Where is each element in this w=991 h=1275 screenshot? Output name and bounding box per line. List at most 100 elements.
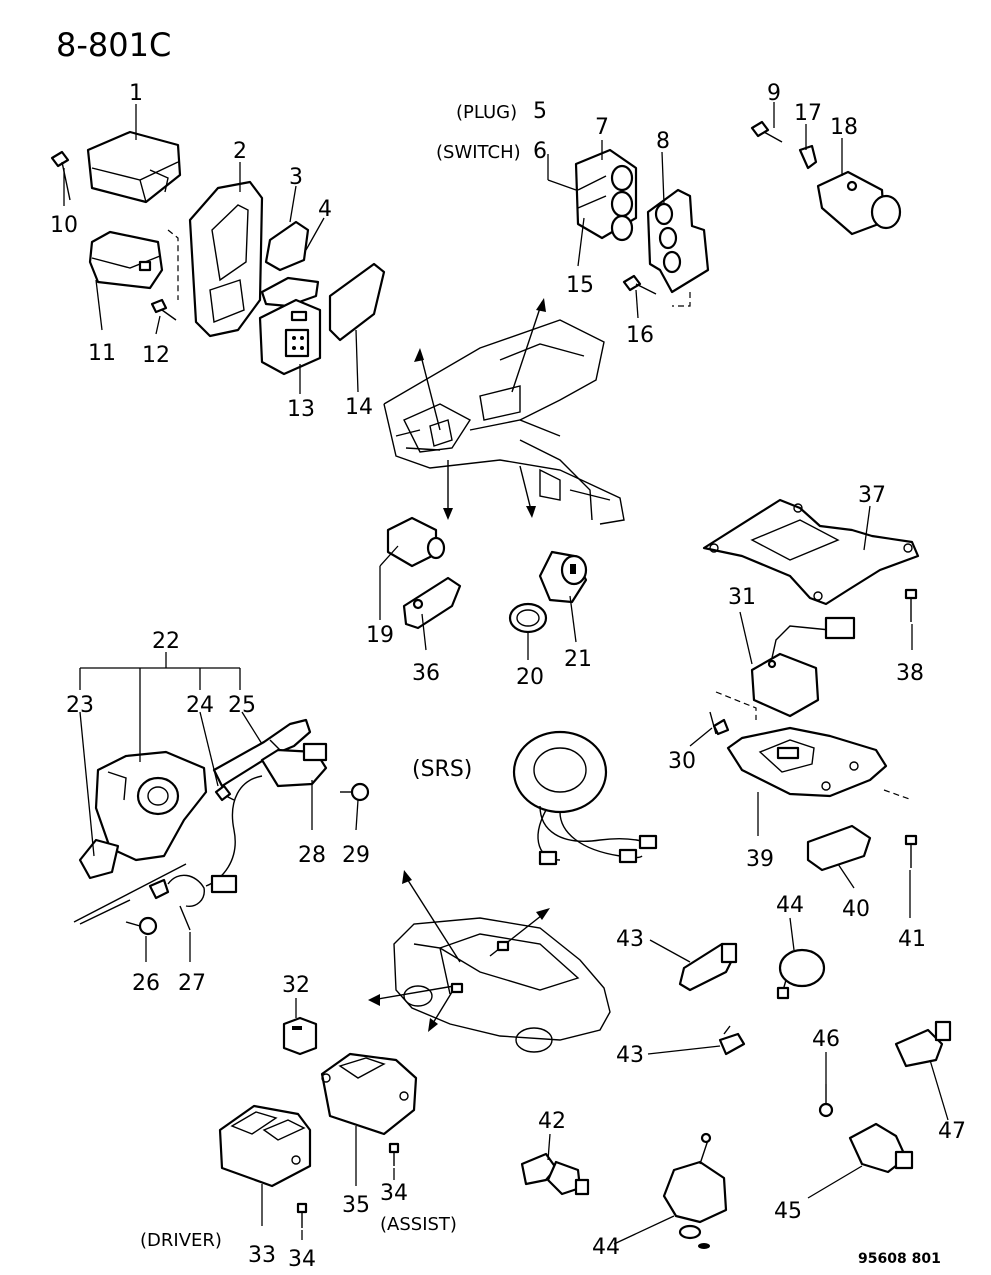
callout-12: 12 bbox=[142, 343, 170, 368]
callout-15: 15 bbox=[566, 273, 594, 298]
diagram-title: 8-801C bbox=[56, 26, 171, 64]
part-24-screw bbox=[214, 784, 235, 802]
callout-25: 25 bbox=[228, 693, 256, 718]
callout-9: 9 bbox=[767, 81, 781, 106]
part-44-sensor-lower bbox=[662, 1132, 728, 1249]
callout-40: 40 bbox=[842, 897, 870, 922]
callout-3: 3 bbox=[289, 165, 303, 190]
note-plug: (PLUG) bbox=[456, 102, 517, 123]
callout-45: 45 bbox=[774, 1199, 802, 1224]
callout-42: 42 bbox=[538, 1109, 566, 1134]
srs-clock-spring bbox=[512, 730, 658, 866]
part-18-switch bbox=[816, 170, 902, 236]
part-30-screw bbox=[709, 711, 730, 736]
callout-1: 1 bbox=[129, 81, 143, 106]
callout-38: 38 bbox=[896, 661, 924, 686]
callout-44-lower: 44 bbox=[592, 1235, 620, 1260]
footer-code: 95608 801 bbox=[858, 1251, 941, 1267]
part-29-screw bbox=[340, 782, 370, 802]
diagram-notes: (PLUG) (SWITCH) (SRS) (DRIVER) (ASSIST) bbox=[140, 102, 521, 1251]
callout-43-lower: 43 bbox=[616, 1043, 644, 1068]
part-17-clip bbox=[798, 144, 818, 170]
note-srs: (SRS) bbox=[412, 757, 472, 782]
part-14-cover bbox=[328, 262, 386, 342]
note-switch: (SWITCH) bbox=[436, 142, 521, 163]
part-16-screw bbox=[622, 274, 657, 295]
callout-19: 19 bbox=[366, 623, 394, 648]
callout-14: 14 bbox=[345, 395, 373, 420]
part-11-switch bbox=[88, 230, 164, 290]
part-40-lid bbox=[806, 824, 872, 872]
callout-34-driver: 34 bbox=[288, 1247, 316, 1272]
callout-5: 5 bbox=[533, 99, 547, 124]
part-26-screw bbox=[125, 916, 158, 936]
callout-21: 21 bbox=[564, 647, 592, 672]
part-37-bracket bbox=[702, 498, 920, 606]
callout-2: 2 bbox=[233, 139, 247, 164]
note-assist: (ASSIST) bbox=[380, 1214, 457, 1235]
part-38-screw bbox=[904, 588, 918, 622]
callout-8: 8 bbox=[656, 129, 670, 154]
callout-31: 31 bbox=[728, 585, 756, 610]
callout-46: 46 bbox=[812, 1027, 840, 1052]
callout-35: 35 bbox=[342, 1193, 370, 1218]
callout-26: 26 bbox=[132, 971, 160, 996]
callout-24: 24 bbox=[186, 693, 214, 718]
part-28-switch bbox=[205, 742, 328, 894]
part-32-relay bbox=[282, 1016, 318, 1056]
car-illustration bbox=[368, 870, 611, 1053]
callout-33: 33 bbox=[248, 1243, 276, 1268]
part-34-screw-driver bbox=[296, 1202, 308, 1228]
part-41-screw bbox=[904, 834, 918, 868]
part-12-screw bbox=[150, 298, 177, 321]
part-34-screw-assist bbox=[388, 1142, 400, 1166]
callout-32: 32 bbox=[282, 973, 310, 998]
callout-16: 16 bbox=[626, 323, 654, 348]
callout-47: 47 bbox=[938, 1119, 966, 1144]
part-23-combination-switch bbox=[78, 750, 208, 880]
part-42-pressure-switch bbox=[520, 1152, 590, 1196]
callout-22: 22 bbox=[152, 629, 180, 654]
callout-30: 30 bbox=[668, 749, 696, 774]
part-2-panel bbox=[188, 180, 264, 338]
callout-39: 39 bbox=[746, 847, 774, 872]
callout-7: 7 bbox=[595, 115, 609, 140]
callout-10: 10 bbox=[50, 213, 78, 238]
callout-numbers: 1 2 3 4 5 6 7 8 9 10 11 12 13 14 15 16 1… bbox=[50, 81, 966, 1272]
callout-34-assist: 34 bbox=[380, 1181, 408, 1206]
callout-18: 18 bbox=[830, 115, 858, 140]
callout-44-upper: 44 bbox=[776, 893, 804, 918]
part-43-sensor-lower bbox=[718, 1025, 746, 1056]
callout-36: 36 bbox=[412, 661, 440, 686]
part-46-bolt bbox=[818, 1084, 834, 1118]
callout-11: 11 bbox=[88, 341, 116, 366]
part-10-screw bbox=[50, 150, 71, 201]
part-35-assist-switch bbox=[320, 1052, 418, 1136]
callout-27: 27 bbox=[178, 971, 206, 996]
callout-23: 23 bbox=[66, 693, 94, 718]
callout-4: 4 bbox=[318, 197, 332, 222]
part-1-switch bbox=[86, 130, 182, 204]
part-47-sensor bbox=[894, 1020, 952, 1068]
part-9-bolt bbox=[750, 120, 783, 143]
callout-13: 13 bbox=[287, 397, 315, 422]
part-19-switch bbox=[386, 516, 446, 568]
part-13-connector bbox=[258, 298, 322, 376]
callout-20: 20 bbox=[516, 665, 544, 690]
callout-28: 28 bbox=[298, 843, 326, 868]
part-20-ring bbox=[508, 602, 548, 634]
part-44-sensor-upper bbox=[776, 948, 826, 1000]
part-25-wiper-lever bbox=[212, 718, 312, 788]
callout-43-upper: 43 bbox=[616, 927, 644, 952]
part-36-cover bbox=[402, 576, 462, 630]
callout-37: 37 bbox=[858, 483, 886, 508]
part-27-clamp bbox=[148, 874, 205, 931]
note-driver: (DRIVER) bbox=[140, 1230, 222, 1251]
part-45-sensor bbox=[848, 1122, 914, 1174]
dashboard-illustration bbox=[383, 298, 625, 525]
part-4-cover bbox=[260, 276, 320, 308]
leader-lines bbox=[63, 102, 949, 1245]
callout-41: 41 bbox=[898, 927, 926, 952]
part-8-bracket bbox=[646, 188, 710, 294]
